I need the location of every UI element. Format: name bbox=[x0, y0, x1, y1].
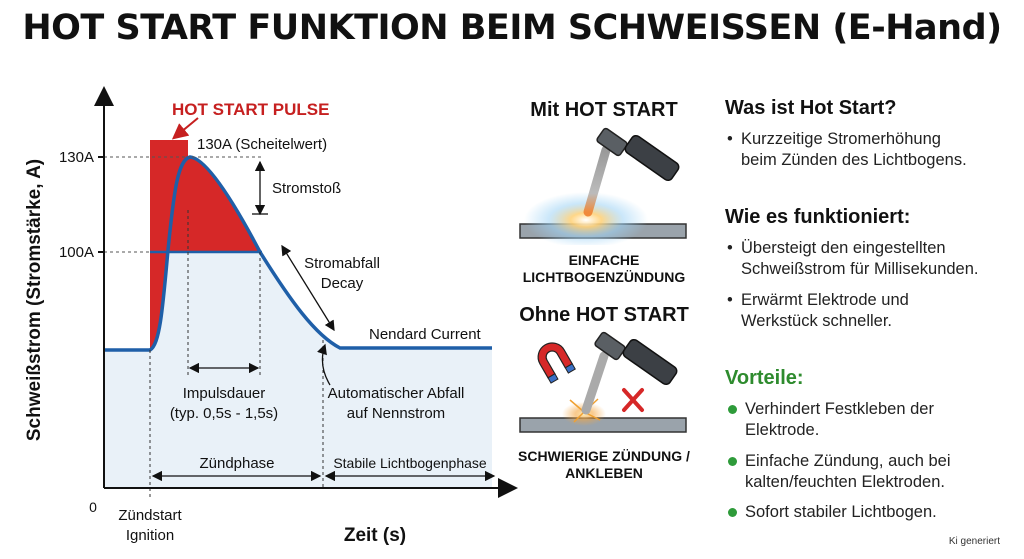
auto-drop-label-2: auf Nennstrom bbox=[347, 405, 445, 422]
hot-start-current-diagram: Schweißstrom (Stromstärke, A) Zeit (s) 0… bbox=[24, 86, 518, 546]
surge-label: Stromstoß bbox=[272, 180, 341, 197]
how-bullet-2-text: Erwärmt Elektrode und Werkstück schnelle… bbox=[741, 291, 909, 330]
advantage-bullet-2-text: Einfache Zündung, auch bei kalten/feucht… bbox=[745, 452, 951, 491]
easy-ignition-illustration bbox=[519, 127, 687, 245]
what-bullet-1: • Kurzzeitige Stromerhöhung beim Zünden … bbox=[727, 129, 967, 171]
without-hot-start-heading: Ohne HOT START bbox=[519, 304, 689, 326]
holder-handle-2 bbox=[622, 338, 678, 386]
advantage-bullet-3-text: Sofort stabiler Lichtbogen. bbox=[745, 503, 937, 521]
bullet-dot: • bbox=[727, 130, 733, 148]
ai-generated-note: Ki generiert bbox=[948, 536, 1000, 547]
how-bullet-2: • Erwärmt Elektrode und Werkstück schnel… bbox=[727, 290, 909, 332]
bullet-dot: • bbox=[727, 239, 733, 257]
auto-drop-label-1: Automatischer Abfall bbox=[328, 385, 465, 402]
decay-label-2: Decay bbox=[321, 275, 364, 292]
electrode-holder-2 bbox=[594, 331, 626, 361]
electrode-rod-2 bbox=[581, 351, 609, 415]
pulse-duration-label-1: Impulsdauer bbox=[183, 385, 266, 402]
hot-start-pointer bbox=[171, 117, 199, 140]
stable-phase-label: Stabile Lichtbogenphase bbox=[333, 455, 487, 471]
auto-drop-pointer bbox=[317, 343, 331, 386]
ignition-start-label-2: Ignition bbox=[126, 527, 174, 544]
advantages-heading: Vorteile: bbox=[725, 367, 804, 389]
decay-arrow bbox=[281, 244, 335, 332]
easy-ignition-caption-line-1: EINFACHE bbox=[568, 252, 640, 268]
easy-ignition-caption: EINFACHE LICHTBOGENZÜNDUNG bbox=[514, 252, 694, 286]
advantage-bullet-3: Sofort stabiler Lichtbogen. bbox=[727, 502, 937, 523]
holder-handle bbox=[624, 134, 680, 182]
hot-start-pulse-label: HOT START PULSE bbox=[172, 100, 329, 119]
difficult-ignition-caption: SCHWIERIGE ZÜNDUNG / ANKLEBEN bbox=[504, 448, 704, 482]
what-bullet-1-text: Kurzzeitige Stromerhöhung beim Zünden de… bbox=[741, 130, 967, 169]
bullet-dot: • bbox=[727, 291, 733, 309]
workpiece-plate-2 bbox=[519, 417, 687, 433]
hot-start-rise-area bbox=[150, 252, 168, 350]
what-is-hot-start-heading: Was ist Hot Start? bbox=[725, 97, 897, 119]
page-title: HOT START FUNKTION BEIM SCHWEISSEN (E-Ha… bbox=[22, 8, 1002, 48]
nominal-label: Nendard Current bbox=[369, 326, 482, 343]
hot-start-pulse-area bbox=[150, 140, 260, 252]
how-it-works-heading: Wie es funktioniert: bbox=[725, 206, 911, 228]
difficult-ignition-caption-line-1: SCHWIERIGE ZÜNDUNG / bbox=[518, 448, 690, 464]
origin-label: 0 bbox=[89, 499, 97, 515]
fail-x-icon bbox=[622, 388, 644, 412]
y-axis-label: Schweißstrom (Stromstärke, A) bbox=[24, 159, 45, 441]
green-bullet-dot bbox=[728, 508, 737, 517]
x-axis-label: Zeit (s) bbox=[344, 525, 406, 546]
peak-label: 130A (Scheitelwert) bbox=[197, 136, 327, 153]
magnet-icon bbox=[537, 342, 576, 384]
arc-glow bbox=[524, 192, 648, 245]
how-bullet-1: • Übersteigt den eingestellten Schweißst… bbox=[727, 238, 979, 280]
advantage-bullet-2: Einfache Zündung, auch bei kalten/feucht… bbox=[727, 451, 951, 493]
pulse-duration-label-2: (typ. 0,5s - 1,5s) bbox=[170, 405, 278, 422]
ignition-phase-label: Zündphase bbox=[199, 455, 274, 472]
decay-label-1: Stromabfall bbox=[304, 255, 380, 272]
advantage-bullet-1-text: Verhindert Festkleben der Elektrode. bbox=[745, 400, 934, 439]
difficult-ignition-caption-line-2: ANKLEBEN bbox=[565, 465, 643, 481]
electrode-holder bbox=[596, 127, 628, 157]
electrode-rod bbox=[583, 145, 611, 217]
easy-ignition-caption-line-2: LICHTBOGENZÜNDUNG bbox=[522, 269, 686, 285]
green-bullet-dot bbox=[728, 405, 737, 414]
advantage-bullet-1: Verhindert Festkleben der Elektrode. bbox=[727, 399, 934, 441]
difficult-ignition-illustration bbox=[519, 331, 687, 433]
with-hot-start-heading: Mit HOT START bbox=[530, 99, 678, 121]
how-bullet-1-text: Übersteigt den eingestellten Schweißstro… bbox=[741, 239, 979, 278]
green-bullet-dot bbox=[728, 457, 737, 466]
ignition-start-label-1: Zündstart bbox=[118, 507, 182, 524]
tick-label-100a: 100A bbox=[59, 244, 94, 261]
tick-label-130a: 130A bbox=[59, 149, 94, 166]
